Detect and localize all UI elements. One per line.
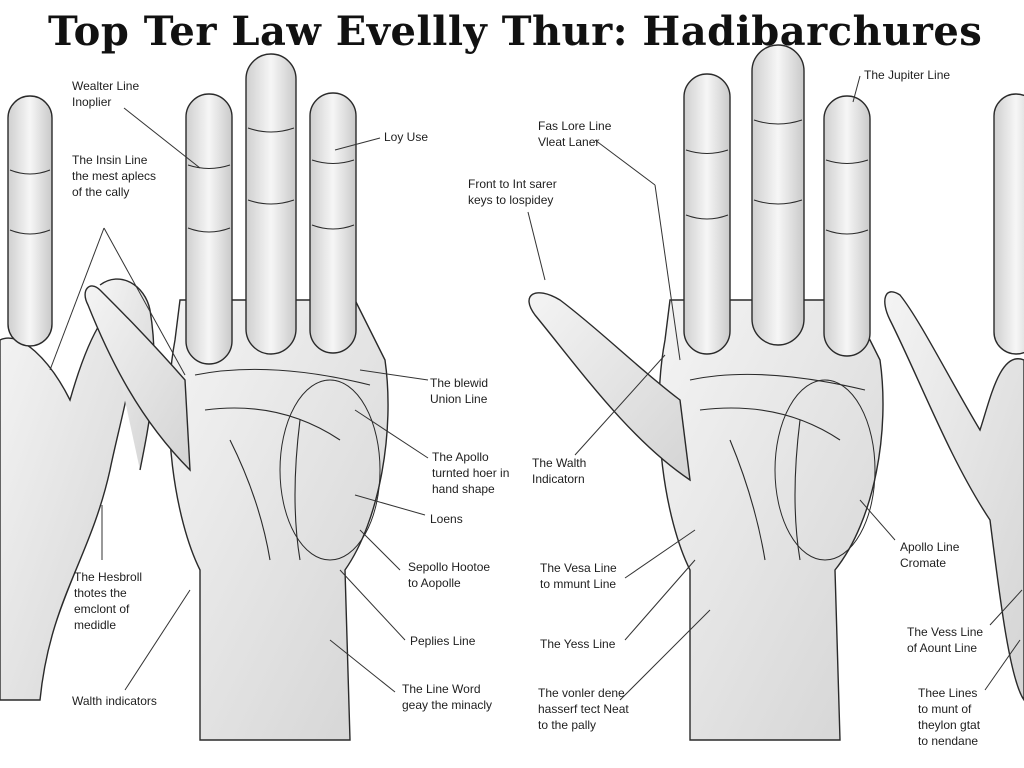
label-peplies-line: Peplies Line bbox=[410, 634, 476, 648]
label-loy-use: Loy Use bbox=[384, 130, 429, 144]
label-loens: Loens bbox=[430, 512, 463, 526]
left-partial-hand bbox=[0, 95, 155, 701]
right-partial-hand bbox=[884, 93, 1024, 702]
right-hand bbox=[528, 44, 884, 741]
left-hand bbox=[84, 53, 389, 741]
label-walth-indicators: Walth indicators bbox=[72, 694, 157, 708]
page-title: Top Ter Law Evellly Thur: Hadibarchures bbox=[48, 8, 983, 55]
label-jupiter-line: The Jupiter Line bbox=[864, 68, 951, 82]
annotation-leaders bbox=[49, 75, 1023, 701]
label-yess-line: The Yess Line bbox=[540, 637, 616, 651]
